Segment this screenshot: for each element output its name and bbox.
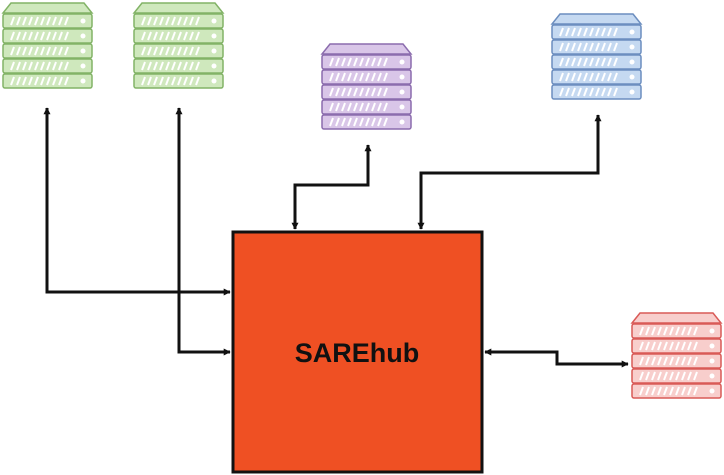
server-unit: [321, 99, 412, 115]
server-rack-icon: [132, 2, 225, 89]
connector-green-1-to-hub: [43, 107, 231, 296]
server-unit: [2, 28, 93, 44]
server-unit: [321, 84, 412, 100]
connector-blue-to-hub: [417, 114, 602, 230]
sarehub-box: [231, 230, 484, 474]
server-unit: [551, 84, 642, 100]
server-unit: [133, 28, 224, 44]
server-unit: [133, 43, 224, 59]
server-unit: [321, 69, 412, 85]
server-unit: [551, 54, 642, 70]
server-unit: [631, 338, 722, 354]
server-unit: [631, 323, 722, 339]
server-unit: [133, 73, 224, 89]
server-unit: [2, 73, 93, 89]
server-top-cap: [550, 13, 643, 25]
sarehub-label: SAREhub: [295, 338, 420, 368]
server-top-cap: [320, 43, 413, 55]
server-unit: [321, 114, 412, 130]
server-unit: [631, 383, 722, 399]
server-top-cap: [630, 312, 723, 324]
server-unit: [321, 54, 412, 70]
connectors: [43, 107, 629, 368]
connector-purple-to-hub: [291, 144, 372, 230]
server-unit: [551, 24, 642, 40]
server-unit: [631, 353, 722, 369]
connector-red-to-hub: [484, 348, 629, 368]
server-rack-icon: [630, 312, 723, 399]
server-unit: [2, 58, 93, 74]
server-unit: [2, 43, 93, 59]
server-rack-icon: [320, 43, 413, 130]
server-unit: [631, 368, 722, 384]
server-unit: [551, 39, 642, 55]
server-unit: [133, 58, 224, 74]
server-rack-icon: [1, 2, 94, 89]
server-unit: [551, 69, 642, 85]
server-top-cap: [1, 2, 94, 14]
server-unit: [133, 13, 224, 29]
server-unit: [2, 13, 93, 29]
server-rack-icon: [550, 13, 643, 100]
connector-green-2-to-hub: [175, 107, 231, 356]
sarehub-node: SAREhub: [231, 230, 484, 474]
server-top-cap: [132, 2, 225, 14]
